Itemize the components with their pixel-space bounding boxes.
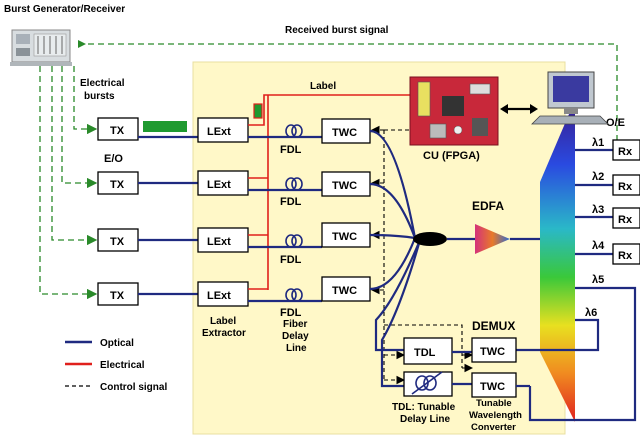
edfa-label: EDFA (472, 199, 504, 213)
received-burst-line (78, 43, 618, 140)
legend-electrical: Electrical (100, 360, 145, 371)
fdl-coil-1 (285, 124, 303, 138)
lext-box-1 (197, 117, 249, 143)
legend-optical: Optical (100, 338, 134, 349)
label-text: Label (310, 81, 336, 92)
lext-box-2 (197, 170, 249, 196)
twc-desc-2: Wavelength (469, 410, 522, 421)
control-line-tdl (384, 324, 463, 368)
fdl-label-4: FDL (280, 307, 302, 319)
received-burst-label: Received burst signal (285, 25, 389, 36)
lext-box-4 (197, 281, 249, 307)
lext-label-4: LExt (207, 290, 231, 302)
twc-box-6 (471, 372, 517, 398)
rx-label-3: Rx (618, 214, 633, 226)
rx-label-4: Rx (618, 250, 633, 262)
eo-label: E/O (104, 153, 123, 165)
fiber-delay-3: Line (286, 343, 307, 354)
optical-burst (143, 121, 187, 132)
twc-label-4: TWC (332, 285, 357, 297)
loop-line-2 (380, 239, 422, 388)
oe-label: O/E (606, 117, 625, 129)
burst-line-3 (51, 66, 98, 246)
twc-label-5: TWC (480, 346, 505, 358)
lext-label-3: LExt (207, 236, 231, 248)
cu-fpga-board (409, 76, 499, 146)
twc-box-2 (321, 171, 371, 197)
fdl-coil-4 (285, 288, 303, 302)
tdl-label: TDL (414, 347, 436, 359)
tx-label-4: TX (110, 290, 125, 302)
demux-label: DEMUX (472, 319, 515, 333)
loop-line-1 (374, 239, 422, 352)
rx-box-3 (612, 207, 640, 229)
cu-label: CU (FPGA) (423, 150, 480, 162)
fdl-label-3: FDL (280, 254, 302, 266)
edfa-amplifier (475, 224, 510, 254)
tdl-box (403, 337, 453, 365)
fdl-coil-3 (285, 234, 303, 248)
twc-label-1: TWC (332, 127, 357, 139)
tx-label-2: TX (110, 179, 125, 191)
tx-box-1 (97, 117, 139, 141)
tunable-delay-icon (411, 371, 443, 395)
lambda5-return (528, 286, 637, 422)
twc-label-6: TWC (480, 381, 505, 393)
burst-generator-device (10, 29, 72, 66)
fdl-label-1: FDL (280, 144, 302, 156)
lambda-label-5: λ5 (592, 274, 604, 286)
rx-label-2: Rx (618, 181, 633, 193)
lambda-label-3: λ3 (592, 204, 604, 216)
twc-label-2: TWC (332, 180, 357, 192)
label-marker (253, 103, 263, 119)
legend: Optical Electrical Control signal (65, 338, 167, 393)
burst-line-1 (73, 66, 98, 135)
computer-icon (531, 71, 609, 125)
tdl-desc-1: TDL: Tunable (392, 402, 456, 413)
label-extractor-2: Extractor (202, 328, 246, 339)
rx-box-4 (612, 243, 640, 265)
fdl-label-2: FDL (280, 196, 302, 208)
rx-label-1: Rx (618, 146, 633, 158)
burst-line-4 (39, 66, 98, 300)
rx-box-2 (612, 174, 640, 196)
tx-label-3: TX (110, 236, 125, 248)
fdl-coil-2 (285, 177, 303, 191)
fiber-delay-2: Delay (282, 331, 309, 342)
demux (540, 100, 575, 422)
label-extractor-1: Label (210, 316, 236, 327)
electrical-bursts-label-2: bursts (84, 91, 115, 102)
rx-box-1 (612, 139, 640, 161)
lambda-label-6: λ6 (585, 307, 597, 319)
fiber-delay-1: Fiber (283, 319, 308, 330)
electrical-bursts-label-1: Electrical (80, 78, 125, 89)
lambda-label-1: λ1 (592, 137, 604, 149)
lext-label-1: LExt (207, 126, 231, 138)
twc-label-3: TWC (332, 231, 357, 243)
twc-box-1 (321, 118, 371, 144)
lambda6-return (515, 318, 600, 352)
lext-box-3 (197, 227, 249, 253)
label-line (248, 94, 410, 126)
tx-label-1: TX (110, 125, 125, 137)
twc-desc-3: Converter (471, 422, 516, 433)
legend-control: Control signal (100, 382, 167, 393)
tdl-desc-2: Delay Line (400, 414, 450, 425)
coupler (413, 232, 447, 246)
lambda-label-4: λ4 (592, 240, 605, 252)
twc-desc-1: Tunable (476, 398, 512, 409)
twc-box-4 (321, 276, 371, 302)
twc-box-5 (471, 337, 517, 363)
lext-label-2: LExt (207, 179, 231, 191)
page-title: Burst Generator/Receiver (4, 4, 125, 15)
lambda-label-2: λ2 (592, 171, 604, 183)
twc-box-3 (321, 222, 371, 248)
